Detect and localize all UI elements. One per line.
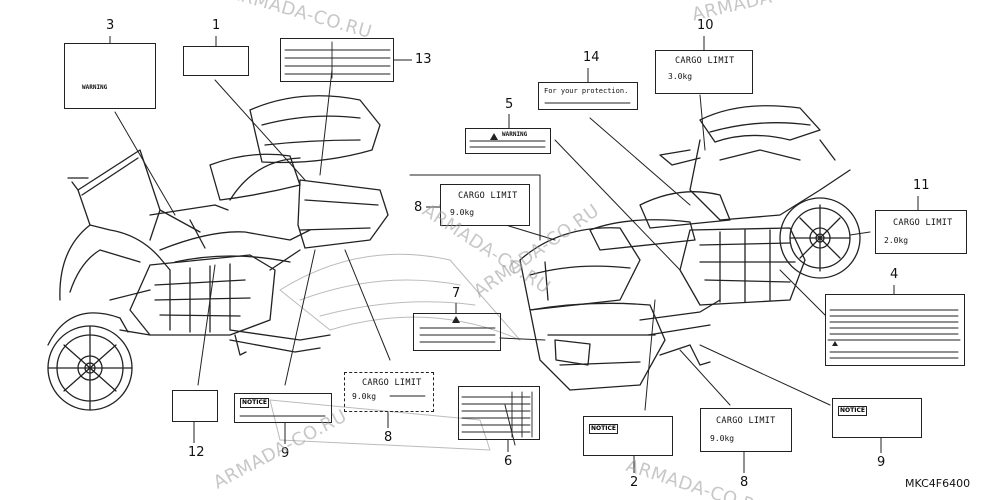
label-box-8-top — [440, 184, 530, 226]
label-box-4 — [825, 294, 965, 366]
label-2-notice: NOTICE — [589, 424, 618, 434]
callout-4: 4 — [890, 267, 899, 282]
label-box-2 — [583, 416, 673, 456]
label-10-cargo-title: CARGO LIMIT — [675, 56, 735, 66]
label-box-12 — [172, 390, 218, 422]
label-10-cargo-weight: 3.0kg — [668, 72, 693, 81]
callout-13: 13 — [415, 52, 432, 67]
label-8-mid-cargo-title: CARGO LIMIT — [362, 378, 422, 388]
callout-14: 14 — [583, 50, 600, 65]
callout-8-mid: 8 — [384, 430, 393, 445]
label-box-9-left — [234, 393, 332, 423]
callout-8-top: 8 — [414, 200, 423, 215]
callout-8-bottom: 8 — [740, 475, 749, 490]
label-box-10 — [655, 50, 753, 94]
label-box-5 — [465, 128, 551, 154]
callout-1: 1 — [212, 18, 221, 33]
label-box-13 — [280, 38, 394, 82]
label-8-mid-cargo-weight: 9.0kg — [352, 392, 377, 401]
label-11-cargo-title: CARGO LIMIT — [893, 218, 953, 228]
callout-10: 10 — [697, 18, 714, 33]
callout-3: 3 — [106, 18, 115, 33]
label-8-top-cargo-title: CARGO LIMIT — [458, 191, 518, 201]
label-box-11 — [875, 210, 967, 254]
callout-11: 11 — [913, 178, 930, 193]
label-box-8-mid — [344, 372, 434, 412]
callout-2: 2 — [630, 475, 639, 490]
callout-7: 7 — [452, 286, 461, 301]
label-8-bottom-cargo-title: CARGO LIMIT — [716, 416, 776, 426]
label-box-6 — [458, 386, 540, 440]
label-box-3 — [64, 43, 156, 109]
label-box-7 — [413, 313, 501, 351]
label-box-14 — [538, 82, 638, 110]
callout-6: 6 — [504, 454, 513, 469]
label-8-bottom-cargo-weight: 9.0kg — [710, 434, 735, 443]
honda-wing-watermark — [269, 253, 521, 451]
callout-12: 12 — [188, 445, 205, 460]
label-3-warning-text: WARNING — [82, 84, 108, 91]
label-9-left-notice: NOTICE — [240, 398, 269, 408]
label-11-cargo-weight: 2.0kg — [884, 236, 909, 245]
callout-9-right: 9 — [877, 455, 886, 470]
left-motorcycle-drawing — [47, 95, 389, 411]
label-14-protection-text: For your protection. — [544, 87, 629, 95]
label-box-9-right — [832, 398, 922, 438]
label-box-8-bottom — [700, 408, 792, 452]
label-5-warning-text: WARNING — [502, 131, 528, 138]
callout-5: 5 — [505, 97, 514, 112]
callout-9-left: 9 — [281, 446, 290, 461]
label-box-1 — [183, 46, 249, 76]
label-8-top-cargo-weight: 9.0kg — [450, 208, 475, 217]
diagram-code: MKC4F6400 — [905, 477, 971, 490]
label-9-right-notice: NOTICE — [838, 406, 867, 416]
right-motorcycle-drawing — [519, 105, 861, 391]
leader-lines — [114, 69, 871, 446]
